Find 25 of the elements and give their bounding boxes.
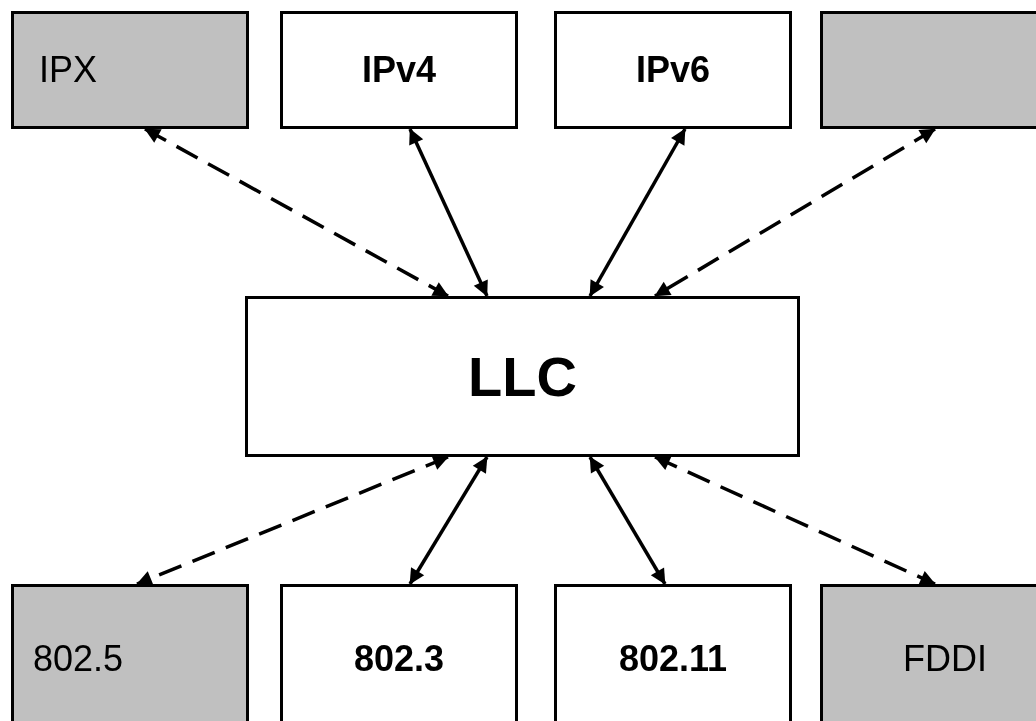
protocol-box [820, 584, 1036, 721]
double-arrow [588, 128, 687, 297]
protocol-box [554, 584, 792, 721]
protocol-box [820, 11, 1036, 129]
protocol-box [554, 11, 792, 129]
box-label: IPv4 [361, 49, 437, 91]
box-label: FDDI [903, 638, 987, 680]
double-arrow [136, 455, 449, 586]
box-label: IPv6 [635, 49, 711, 91]
protocol-box [280, 584, 518, 721]
double-arrow [654, 127, 936, 298]
double-arrow [408, 456, 489, 585]
box-label: 802.3 [353, 638, 445, 680]
double-arrow [588, 456, 667, 585]
protocol-box [11, 584, 249, 721]
double-arrow [144, 127, 449, 298]
box-label: IPX [39, 49, 98, 91]
protocol-box [280, 11, 518, 129]
double-arrow [408, 128, 489, 297]
box-label: 802.11 [618, 638, 728, 680]
double-arrow [654, 455, 936, 586]
protocol-box [11, 11, 249, 129]
box-label: 802.5 [33, 638, 124, 680]
box-label: LLC [468, 344, 577, 409]
layer-box [245, 296, 800, 457]
